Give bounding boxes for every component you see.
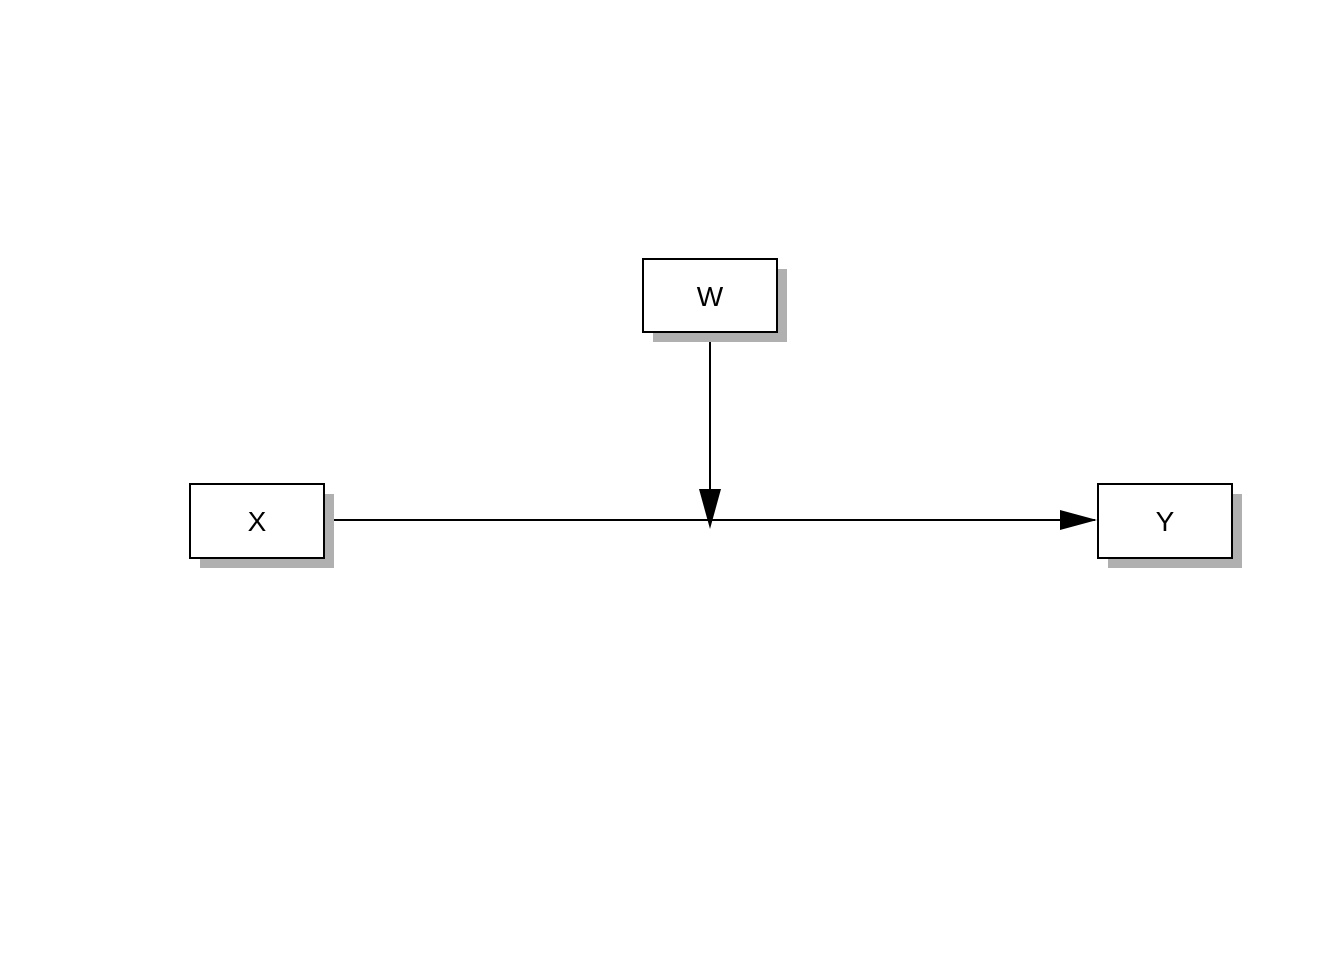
arrowhead-down-icon <box>699 489 721 529</box>
node-w-box <box>642 258 778 333</box>
node-x: X <box>189 483 334 568</box>
node-w-label: W <box>697 281 724 312</box>
edge-w-to-xy-path <box>699 332 721 529</box>
node-y-label: Y <box>1156 506 1175 537</box>
node-x-box <box>189 483 325 559</box>
arrowhead-right-icon <box>1060 510 1097 530</box>
node-y: Y <box>1097 483 1242 568</box>
node-x-label: X <box>248 506 267 537</box>
node-y-box <box>1097 483 1233 559</box>
node-w: W <box>642 258 787 342</box>
